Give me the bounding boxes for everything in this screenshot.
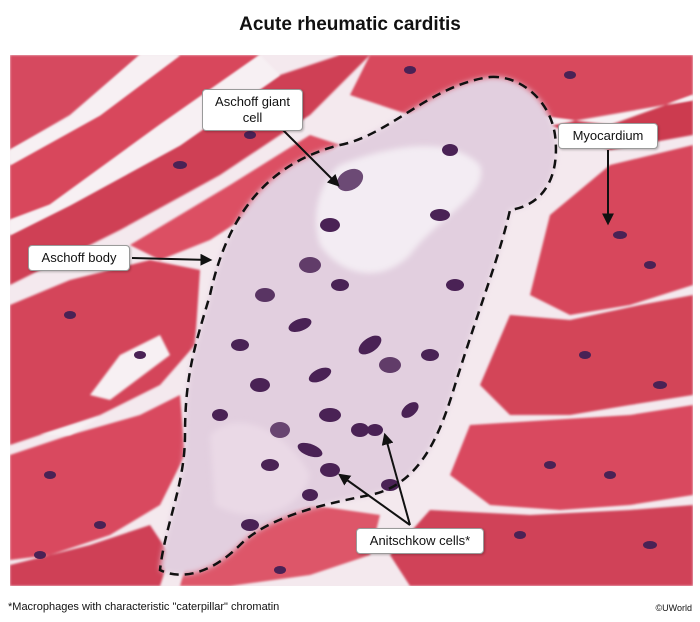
aschoff-body-arrow (131, 253, 213, 266)
anitschkow-arrow-left (338, 473, 411, 526)
label-anitschkow-cells: Anitschkow cells* (356, 528, 484, 554)
nuclei (34, 66, 667, 574)
myocardium-tissue (10, 55, 693, 586)
lesion-lower-region (210, 422, 310, 515)
annotation-arrows (131, 126, 614, 526)
label-aschoff-body: Aschoff body (28, 245, 130, 271)
aschoff-body-outline (158, 75, 558, 576)
label-myocardium-text: Myocardium (572, 128, 644, 143)
label-aschoff-body-text: Aschoff body (41, 250, 117, 265)
anitschkow-arrow-right (381, 432, 411, 526)
credit: ©UWorld (655, 603, 692, 613)
footnote: *Macrophages with characteristic "caterp… (8, 601, 280, 613)
giant-cell-arrow (279, 126, 340, 187)
label-aschoff-giant-cell: Aschoff giant cell (202, 89, 303, 131)
label-anitschkow-cells-text: Anitschkow cells* (369, 533, 471, 548)
figure-title: Acute rheumatic carditis (239, 14, 461, 35)
label-aschoff-giant-cell-text: Aschoff giant cell (215, 94, 290, 125)
label-myocardium: Myocardium (558, 123, 658, 149)
